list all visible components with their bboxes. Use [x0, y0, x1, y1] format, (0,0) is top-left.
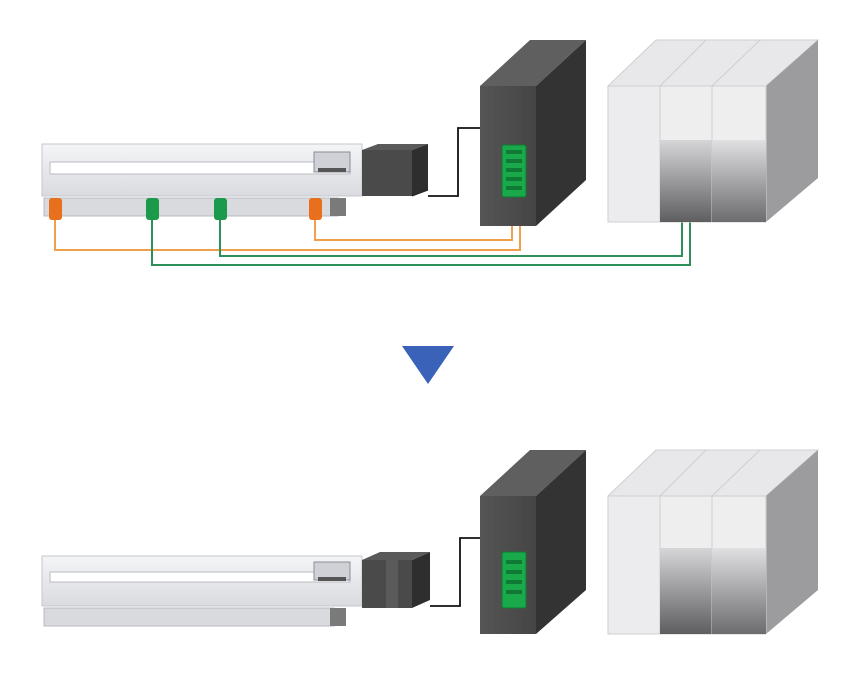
actuator: [41, 143, 429, 217]
actuator-slot: [49, 571, 351, 583]
actuator-lower-rail: [43, 197, 339, 217]
plc: [606, 449, 820, 635]
signal-lines: [526, 151, 690, 185]
sensors: [49, 198, 322, 220]
motor-block: [362, 150, 412, 196]
actuator-slot: [49, 161, 351, 175]
actuator: [41, 552, 430, 627]
sensor-green-icon: [214, 198, 227, 220]
green-wire-2: [219, 196, 683, 257]
panel-before: [41, 39, 820, 266]
green-wire-1: [151, 196, 691, 266]
plc-module-1: [607, 85, 661, 223]
down-triangle-icon: [402, 346, 454, 384]
signal-lines: [526, 565, 690, 591]
sensor-green-icon: [146, 198, 159, 220]
controller: [480, 40, 586, 226]
actuator-lower-rail: [43, 607, 335, 627]
sensor-orange-icon: [49, 198, 62, 220]
plc: [606, 39, 820, 223]
panel-after: [41, 449, 820, 635]
sensor-orange-icon: [309, 198, 322, 220]
controller: [480, 450, 586, 634]
